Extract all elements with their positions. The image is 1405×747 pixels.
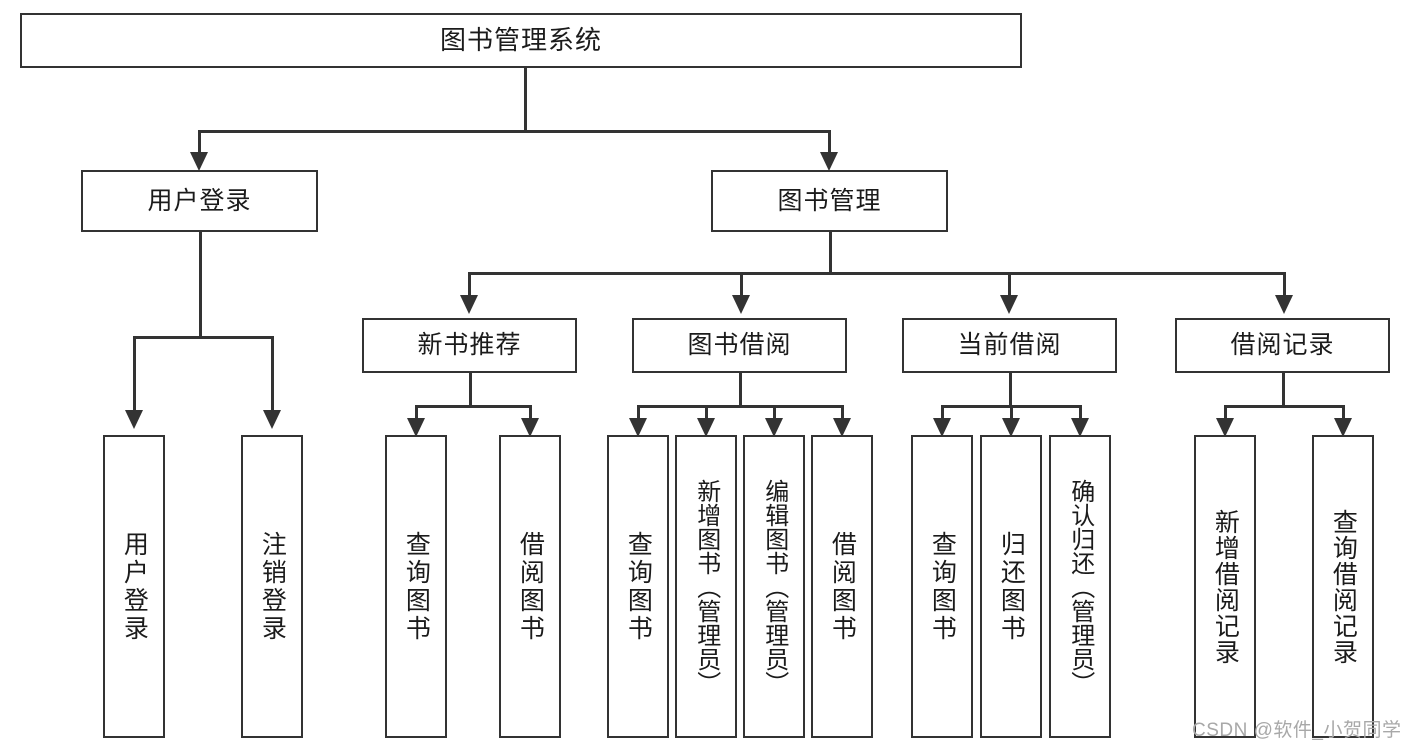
- leaf-br-query-record[interactable]: 查询借阅记录: [1312, 435, 1374, 738]
- connector-drop-nbr-0: [415, 405, 418, 421]
- arrow-level3-1: [732, 295, 750, 314]
- connector-drop-br-1: [1342, 405, 1345, 421]
- connector-borrow-record-stem: [1282, 373, 1285, 407]
- connector-drop-user-login-1: [271, 336, 274, 413]
- connector-user-login-stem: [199, 232, 202, 338]
- connector-drop-bb-3: [841, 405, 844, 421]
- arrow-level3-2: [1000, 295, 1018, 314]
- arrow-leaf-bb-3: [833, 418, 851, 437]
- arrow-leaf-bb-1: [697, 418, 715, 437]
- leaf-user-login-logout[interactable]: 注销登录: [241, 435, 303, 738]
- node-label: 图书管理系统: [439, 24, 602, 55]
- connector-drop-cb-0: [941, 405, 944, 421]
- connector-user-login-bus: [133, 336, 273, 339]
- node-label: 借阅记录: [1230, 331, 1335, 360]
- connector-drop-bb-2: [773, 405, 776, 421]
- leaf-br-add-record[interactable]: 新增借阅记录: [1194, 435, 1256, 738]
- arrow-leaf-br-0: [1216, 418, 1234, 437]
- connector-drop-book-management: [828, 130, 831, 158]
- connector-book-borrow-bus: [637, 405, 841, 408]
- arrow-leaf-bb-2: [765, 418, 783, 437]
- node-label: 归还图书: [997, 530, 1026, 643]
- leaf-cb-return-book[interactable]: 归还图书: [980, 435, 1042, 738]
- arrow-leaf-br-1: [1334, 418, 1352, 437]
- arrow-user-login: [190, 152, 208, 171]
- connector-drop-level3-0: [468, 272, 471, 298]
- connector-root-stem: [524, 68, 527, 132]
- node-label: 用户登录: [147, 186, 252, 215]
- connector-new-book-recommend-stem: [469, 373, 472, 407]
- connector-drop-cb-2: [1079, 405, 1082, 421]
- arrow-leaf-cb-2: [1071, 418, 1089, 437]
- arrow-leaf-nbr-0: [407, 418, 425, 437]
- connector-book-borrow-stem: [739, 373, 742, 407]
- leaf-nbr-borrow-book[interactable]: 借阅图书: [499, 435, 561, 738]
- node-label: 新增图书（管理员）: [692, 478, 720, 695]
- node-user-login[interactable]: 用户登录: [81, 170, 318, 232]
- leaf-user-login-login[interactable]: 用户登录: [103, 435, 165, 738]
- leaf-bb-add-book-admin[interactable]: 新增图书（管理员）: [675, 435, 737, 738]
- node-label: 确认归还（管理员）: [1066, 478, 1094, 695]
- connector-drop-bb-1: [705, 405, 708, 421]
- node-label: 查询图书: [624, 530, 653, 643]
- node-label: 图书管理: [777, 186, 882, 215]
- leaf-nbr-query-book[interactable]: 查询图书: [385, 435, 447, 738]
- node-label: 查询图书: [928, 530, 957, 643]
- csdn-watermark: CSDN @软件_小贺同学: [1192, 720, 1402, 741]
- connector-new-book-recommend-bus: [415, 405, 529, 408]
- node-book-borrow[interactable]: 图书借阅: [632, 318, 847, 373]
- arrow-level3-3: [1275, 295, 1293, 314]
- node-label: 借阅图书: [828, 530, 857, 643]
- arrow-leaf-user-login-0: [125, 410, 143, 429]
- node-label: 新增借阅记录: [1211, 508, 1240, 665]
- connector-drop-bb-0: [637, 405, 640, 421]
- arrow-level3-0: [460, 295, 478, 314]
- leaf-cb-query-book[interactable]: 查询图书: [911, 435, 973, 738]
- leaf-cb-confirm-return-admin[interactable]: 确认归还（管理员）: [1049, 435, 1111, 738]
- leaf-bb-borrow-book[interactable]: 借阅图书: [811, 435, 873, 738]
- node-new-book-recommend[interactable]: 新书推荐: [362, 318, 577, 373]
- node-label: 新书推荐: [417, 331, 522, 360]
- connector-drop-nbr-1: [529, 405, 532, 421]
- connector-drop-level3-3: [1283, 272, 1286, 298]
- node-borrow-record[interactable]: 借阅记录: [1175, 318, 1390, 373]
- connector-level3-bus: [468, 272, 1286, 275]
- leaf-bb-query-book[interactable]: 查询图书: [607, 435, 669, 738]
- leaf-bb-edit-book-admin[interactable]: 编辑图书（管理员）: [743, 435, 805, 738]
- connector-drop-level3-2: [1008, 272, 1011, 298]
- connector-drop-br-0: [1224, 405, 1227, 421]
- node-label: 查询图书: [402, 530, 431, 643]
- arrow-leaf-user-login-1: [263, 410, 281, 429]
- node-book-management[interactable]: 图书管理: [711, 170, 948, 232]
- connector-level2-bus: [198, 130, 830, 133]
- node-label: 编辑图书（管理员）: [760, 478, 788, 695]
- node-label: 图书借阅: [687, 331, 792, 360]
- connector-borrow-record-bus: [1224, 405, 1342, 408]
- arrow-leaf-cb-1: [1002, 418, 1020, 437]
- arrow-leaf-cb-0: [933, 418, 951, 437]
- node-label: 查询借阅记录: [1329, 508, 1358, 665]
- node-label: 借阅图书: [516, 530, 545, 643]
- node-label: 用户登录: [120, 530, 149, 643]
- arrow-leaf-bb-0: [629, 418, 647, 437]
- node-label: 当前借阅: [957, 331, 1062, 360]
- connector-current-borrow-stem: [1009, 373, 1012, 407]
- arrow-leaf-nbr-1: [521, 418, 539, 437]
- connector-book-management-stem: [829, 232, 832, 274]
- connector-drop-user-login-0: [133, 336, 136, 413]
- node-root-book-management-system[interactable]: 图书管理系统: [20, 13, 1022, 68]
- node-label: 注销登录: [258, 530, 287, 643]
- node-current-borrow[interactable]: 当前借阅: [902, 318, 1117, 373]
- arrow-book-management: [820, 152, 838, 171]
- connector-drop-cb-1: [1010, 405, 1013, 421]
- connector-drop-level3-1: [740, 272, 743, 298]
- connector-drop-user-login: [198, 130, 201, 158]
